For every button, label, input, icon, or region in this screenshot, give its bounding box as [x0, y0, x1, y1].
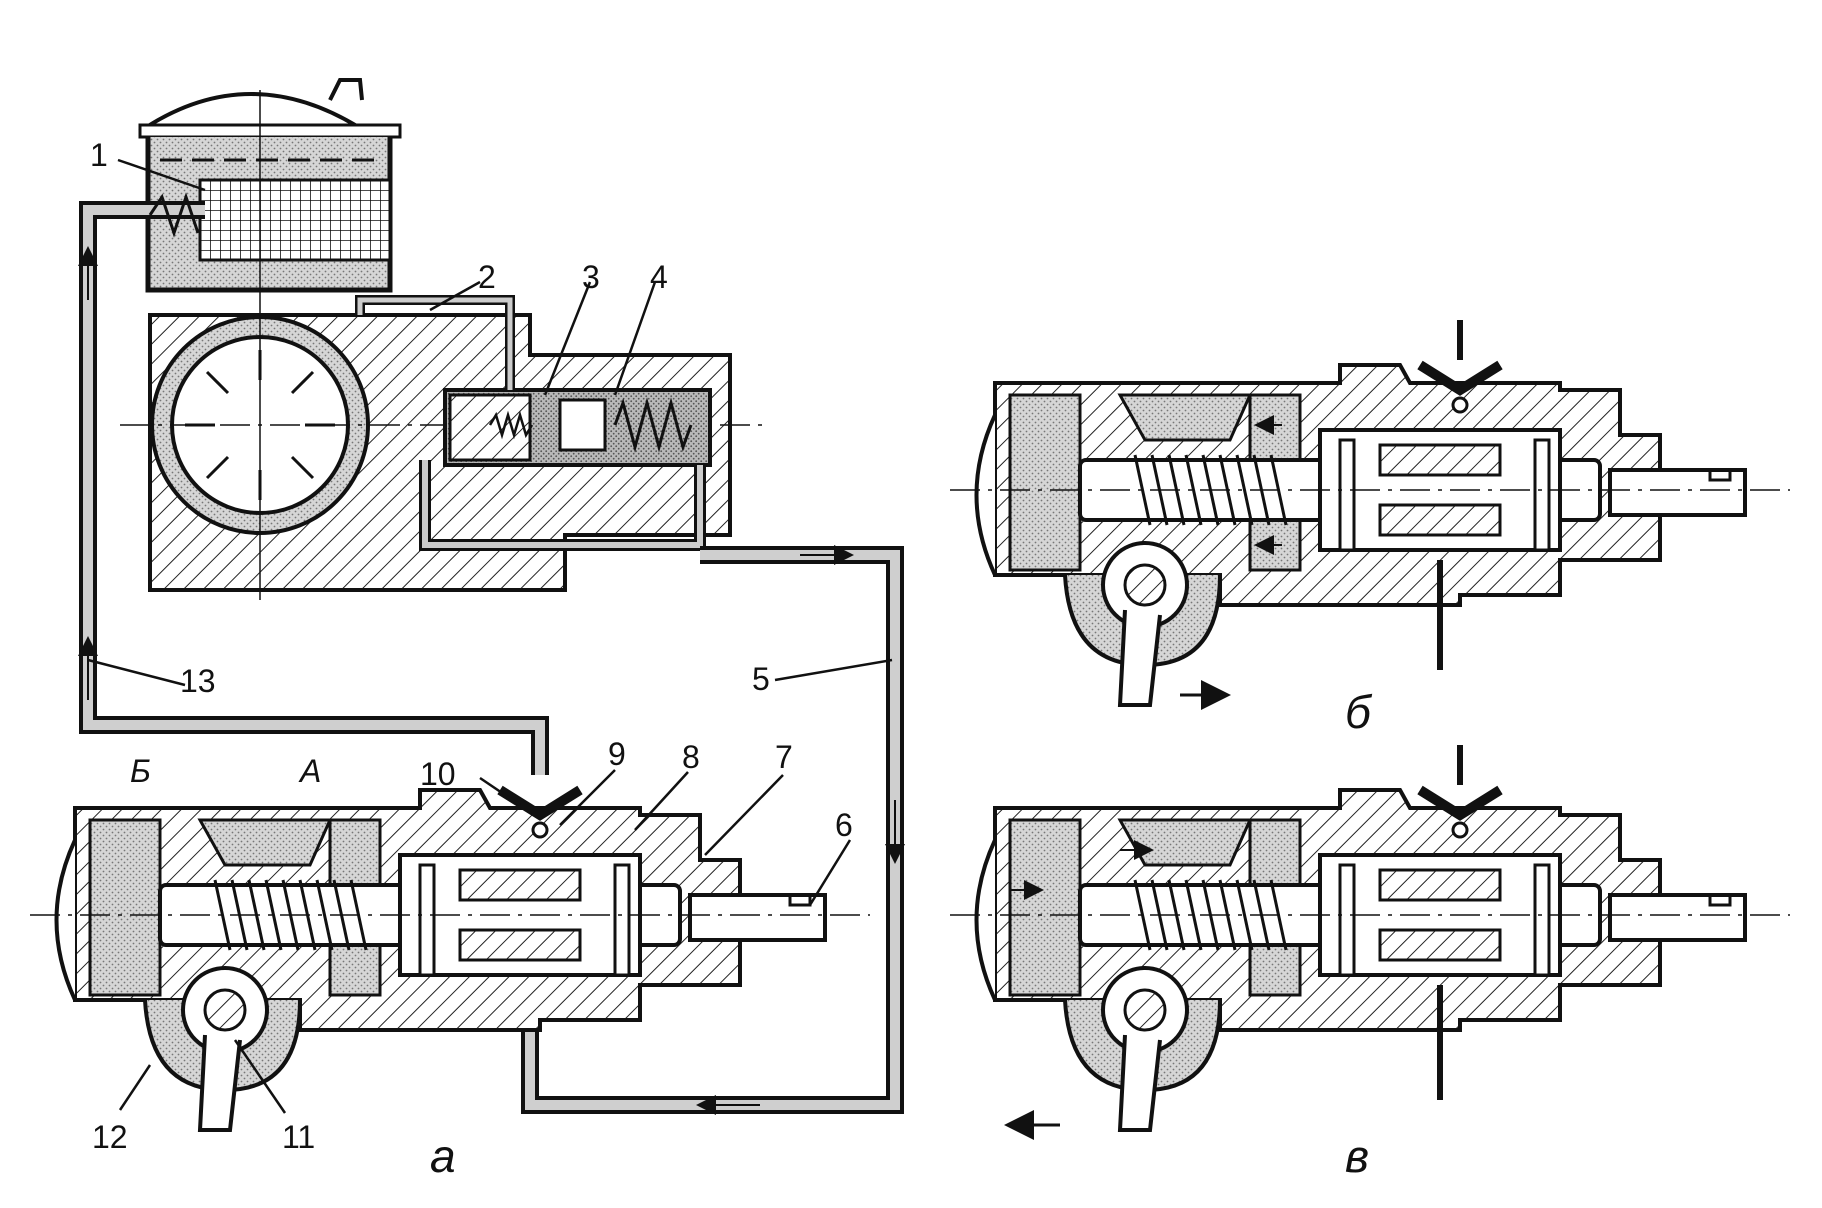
- chamber-b: [88, 818, 162, 997]
- safety-valve-spring: [488, 410, 534, 440]
- thrust-bearing: [418, 863, 436, 977]
- reservoir-vent-icon: [328, 78, 364, 101]
- steering-shaft-end: [688, 893, 827, 942]
- flow-valve-plunger: [558, 398, 607, 452]
- view-label-v: в: [1345, 1130, 1369, 1182]
- pitman-arm: [197, 1034, 242, 1132]
- callout-6: 6: [835, 807, 853, 843]
- steering-gear-b: [950, 365, 1790, 705]
- view-label-a: а: [430, 1130, 456, 1182]
- steering-gear-v: [950, 790, 1790, 1130]
- reservoir: [138, 78, 402, 293]
- steering-gear-a: [30, 785, 870, 1132]
- reservoir-filter: [198, 178, 392, 262]
- leader-lines: [87, 158, 893, 1114]
- gear-pipe-stubs: [1437, 320, 1463, 1100]
- chamber-flow-arrows: [1010, 415, 1282, 900]
- callout-2: 2: [478, 259, 496, 295]
- callout-10: 10: [420, 756, 456, 792]
- thrust-bearing: [613, 863, 631, 977]
- callout-11: 11: [282, 1119, 315, 1155]
- callout-1: 1: [90, 137, 108, 173]
- return-port: [497, 785, 583, 821]
- callout-3: 3: [582, 259, 600, 295]
- flow-valve-spring: [613, 397, 693, 453]
- piston-recess: [197, 818, 333, 867]
- callout-8: 8: [682, 739, 700, 775]
- spool-valve-lower: [458, 928, 582, 962]
- reservoir-cap-rim: [138, 123, 402, 139]
- filter-bypass-spring: [148, 192, 200, 238]
- callout-12: 12: [92, 1119, 128, 1155]
- callout-numbers: 1 2 3 4 5 6 7 8 9 10 11 12 13 Б А: [90, 137, 853, 1155]
- callout-13: 13: [180, 663, 216, 699]
- safety-valve-body: [448, 393, 532, 462]
- callout-4: 4: [650, 259, 668, 295]
- reaction-plunger: [531, 821, 549, 839]
- sector-shaft: [203, 988, 247, 1032]
- callout-7: 7: [775, 739, 793, 775]
- chamber-label-a: А: [298, 753, 321, 789]
- pump: [120, 90, 770, 600]
- view-label-b: б: [1345, 686, 1373, 738]
- chamber-label-b: Б: [130, 753, 151, 789]
- callout-5: 5: [752, 661, 770, 697]
- gear-end-cap: [54, 839, 77, 1001]
- shaft-spline: [788, 895, 812, 907]
- hydraulic-lines: [78, 192, 905, 1115]
- spool-valve: [458, 868, 582, 902]
- callout-9: 9: [608, 736, 626, 772]
- reservoir-cap: [138, 92, 368, 130]
